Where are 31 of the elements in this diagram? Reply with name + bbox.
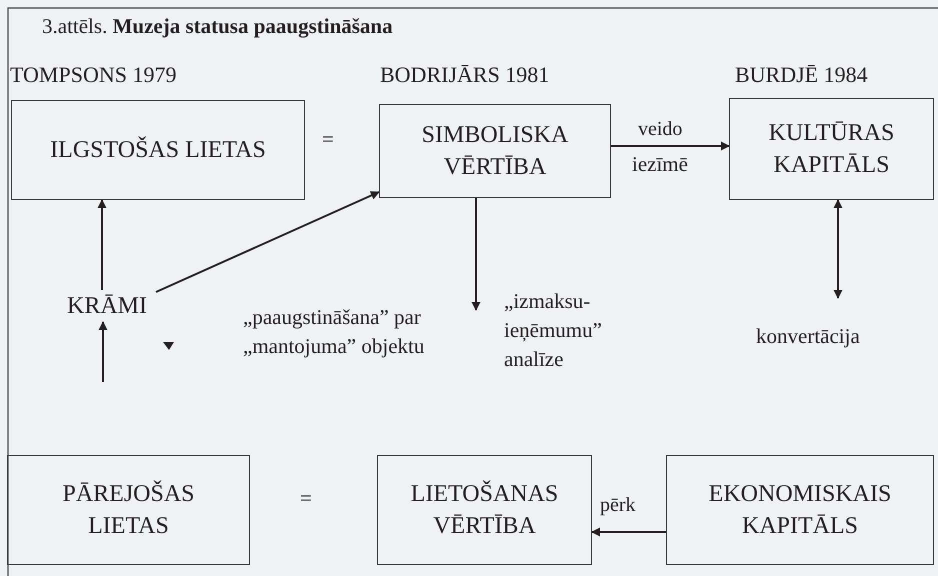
concept-box — [666, 455, 934, 565]
annotation-text: „paaugstināšana” par „mantojuma” objektu — [243, 304, 426, 360]
concept-box — [729, 98, 934, 200]
arrow — [611, 142, 730, 150]
concept-text: LIETOŠANAS VĒRTĪBA — [410, 479, 560, 541]
concept-text: KULTŪRAS KAPITĀLS — [768, 119, 896, 180]
annotation-text: iezīmē — [632, 151, 689, 178]
annotation-text: konvertācija — [756, 323, 861, 350]
concept-text: EKONOMISKAIS KAPITĀLS — [708, 480, 892, 541]
concept-box — [377, 455, 592, 565]
author-year-heading: TOMPSONS 1979 — [10, 62, 176, 88]
arrow — [472, 198, 480, 311]
concept-text: SIMBOLISKA VĒRTĪBA — [420, 121, 570, 182]
annotation-text: „izmaksu- ieņēmumu” analīze — [504, 288, 603, 373]
concept-text: ILGSTOŠAS LIETAS — [50, 135, 266, 165]
arrow — [98, 321, 108, 382]
concept-box — [379, 104, 611, 198]
edge-label: pērk — [598, 494, 638, 517]
concept-box — [11, 100, 305, 200]
arrow — [156, 191, 380, 293]
concept-label: KRĀMI — [66, 292, 147, 321]
arrow — [98, 199, 106, 290]
arrow — [834, 199, 842, 299]
figure-title: 3.attēls. Muzeja statusa paaugstināšana — [42, 14, 393, 39]
annotation-text: = — [322, 126, 335, 153]
author-year-heading: BURDJĒ 1984 — [735, 62, 868, 88]
arrow — [591, 528, 666, 536]
author-year-heading: BODRIJĀRS 1981 — [380, 62, 550, 88]
concept-box — [7, 455, 250, 565]
annotation-text: = — [300, 485, 313, 512]
concept-text: PĀREJOŠAS LIETAS — [61, 479, 196, 541]
